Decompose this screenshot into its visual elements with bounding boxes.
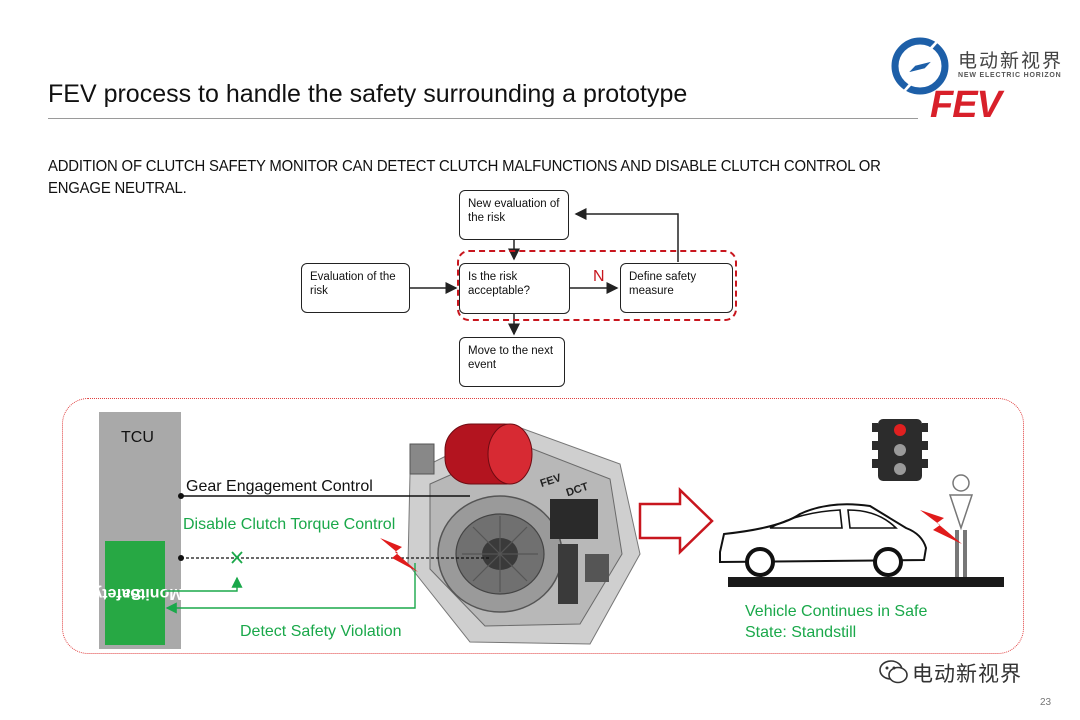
dct-transmission-illustration: [407, 423, 641, 645]
wechat-icon: [879, 660, 908, 684]
detect-violation-label: Detect Safety Violation: [240, 623, 402, 640]
vehicle-state-line1: Vehicle Continues in Safe: [745, 603, 928, 620]
page-title: FEV process to handle the safety surroun…: [48, 80, 688, 108]
logo-brand-cn: 电动新视界: [958, 51, 1064, 72]
risk-acceptable-label: Is the risk acceptable?: [468, 271, 531, 297]
risk-loop-highlight: [457, 250, 737, 321]
page-number: 23: [1040, 697, 1052, 708]
no-label: N: [593, 268, 605, 285]
vehicle-state-line2: State: Standstill: [745, 624, 857, 641]
vehicle-state-label: Vehicle Continues in Safe State: Standst…: [745, 601, 927, 643]
define-safety-box: Define safety measure: [620, 263, 733, 313]
gear-engagement-label: Gear Engagement Control: [186, 478, 373, 495]
tcu-label: TCU: [121, 429, 154, 446]
evaluation-risk-box: Evaluation of the risk: [301, 263, 410, 313]
evaluation-risk-label: Evaluation of the risk: [310, 271, 396, 297]
new-evaluation-box: New evaluation of the risk: [459, 190, 569, 240]
new-evaluation-label: New evaluation of the risk: [468, 198, 560, 224]
fev-logo: FEV: [930, 84, 1002, 126]
risk-acceptable-box: Is the risk acceptable?: [459, 263, 570, 314]
system-panel-border: [62, 398, 1024, 654]
page-subtitle: ADDITION OF CLUTCH SAFETY MONITOR CAN DE…: [48, 158, 881, 197]
define-safety-label: Define safety measure: [629, 271, 697, 297]
electric-horizon-logo-icon: [891, 33, 949, 99]
safety-monitor-block: [105, 541, 165, 645]
next-event-box: Move to the next event: [459, 337, 565, 387]
disable-clutch-label: Disable Clutch Torque Control: [183, 516, 396, 533]
title-divider: [48, 118, 918, 119]
footer-watermark: 电动新视界: [912, 663, 1022, 686]
logo-brand-en: NEW ELECTRIC HORIZON: [958, 72, 1062, 79]
next-event-label: Move to the next event: [468, 345, 554, 371]
